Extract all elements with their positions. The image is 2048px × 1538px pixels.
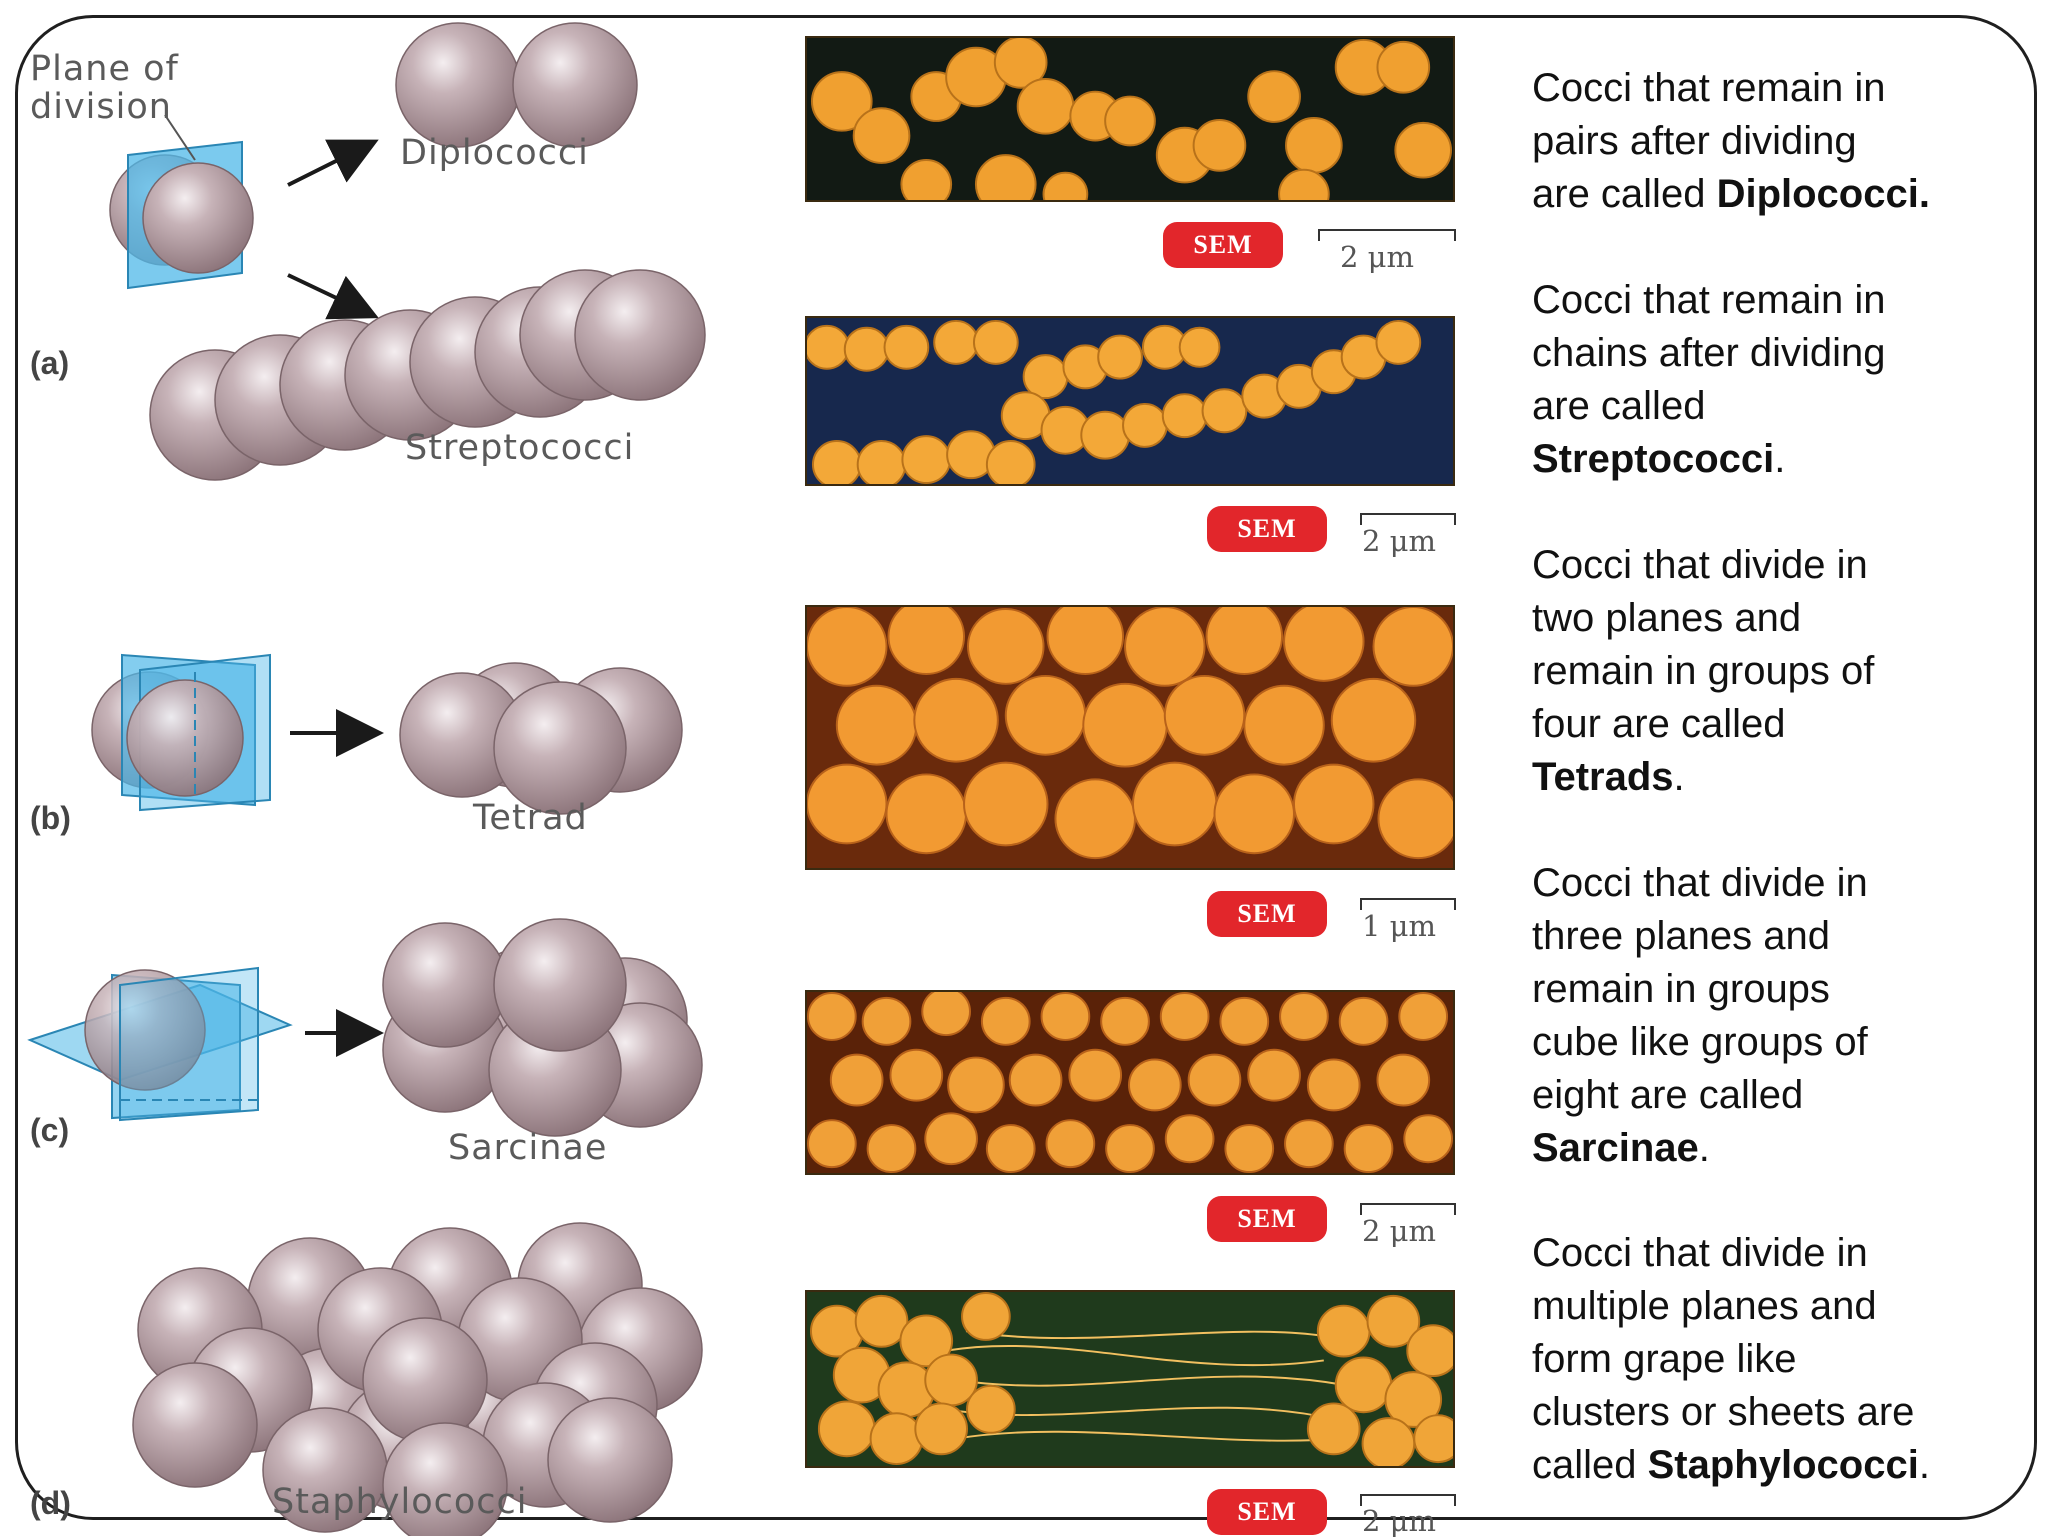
- scale-bar-3: [1360, 898, 1456, 910]
- part-label-b: (b): [30, 800, 71, 836]
- term-staphylococci: Staphylococci: [1647, 1443, 1919, 1487]
- sem-micrograph-streptococci: [805, 316, 1455, 486]
- plane-of-division-label: Plane of division: [30, 49, 179, 127]
- scale-bar-2: [1360, 513, 1456, 525]
- description-streptococci: Cocci that remain in chains after dividi…: [1532, 278, 1886, 481]
- sem-micrograph-diplococci: [805, 36, 1455, 202]
- division-planes-c: [27, 966, 293, 1122]
- streptococci-illustration: [149, 269, 706, 481]
- streptococci-label: Streptococci: [405, 428, 635, 468]
- sem-badge-3: SEM: [1207, 891, 1327, 937]
- sem-badge-1: SEM: [1163, 222, 1283, 268]
- arrow-to-streptococci: [287, 273, 379, 320]
- staphylococci-illustration: [132, 1222, 703, 1536]
- diplococci-illustration: [395, 22, 638, 148]
- term-tetrads: Tetrads: [1532, 755, 1674, 799]
- scale-label-3: 1 μm: [1362, 909, 1437, 943]
- part-label-a: (a): [30, 345, 70, 381]
- description-diplococci: Cocci that remain in pairs after dividin…: [1532, 66, 1930, 216]
- staphylococci-label: Staphylococci: [272, 1482, 528, 1522]
- scale-bar-5: [1360, 1494, 1456, 1506]
- scale-bar-4: [1360, 1203, 1456, 1215]
- term-sarcinae: Sarcinae: [1532, 1126, 1699, 1170]
- arrow-to-diplococci: [287, 139, 379, 187]
- sem-micrograph-staphylococci: [805, 1290, 1455, 1468]
- tetrad-label: Tetrad: [473, 798, 588, 838]
- description-tetrads: Cocci that divide in two planes and rema…: [1532, 543, 1875, 799]
- tetrad-illustration: [399, 662, 683, 815]
- sem-badge-2: SEM: [1207, 506, 1327, 552]
- part-label-c: (c): [30, 1112, 70, 1148]
- scale-bar-1: [1318, 229, 1456, 241]
- scale-label-2: 2 μm: [1362, 524, 1437, 558]
- description-sarcinae: Cocci that divide in three planes and re…: [1532, 861, 1868, 1170]
- term-streptococci: Streptococci: [1532, 437, 1775, 481]
- part-label-d: (d): [30, 1485, 71, 1521]
- scale-label-4: 2 μm: [1362, 1214, 1437, 1248]
- sem-micrograph-tetrads: [805, 605, 1455, 870]
- term-diplococci: Diplococci.: [1716, 172, 1930, 216]
- scale-label-1: 2 μm: [1340, 240, 1415, 274]
- diplococci-label: Diplococci: [400, 133, 589, 173]
- sarcinae-label: Sarcinae: [448, 1128, 608, 1168]
- slide-frame: [15, 15, 2037, 1520]
- scale-label-5: 2 μm: [1362, 1504, 1437, 1538]
- sem-badge-5: SEM: [1207, 1489, 1327, 1535]
- division-plane-a: [109, 114, 254, 290]
- sem-micrograph-sarcinae: [805, 990, 1455, 1175]
- sarcinae-illustration: [382, 918, 703, 1137]
- sem-badge-4: SEM: [1207, 1196, 1327, 1242]
- division-planes-b: [91, 653, 271, 812]
- description-staphylococci: Cocci that divide in multiple planes and…: [1532, 1231, 1930, 1487]
